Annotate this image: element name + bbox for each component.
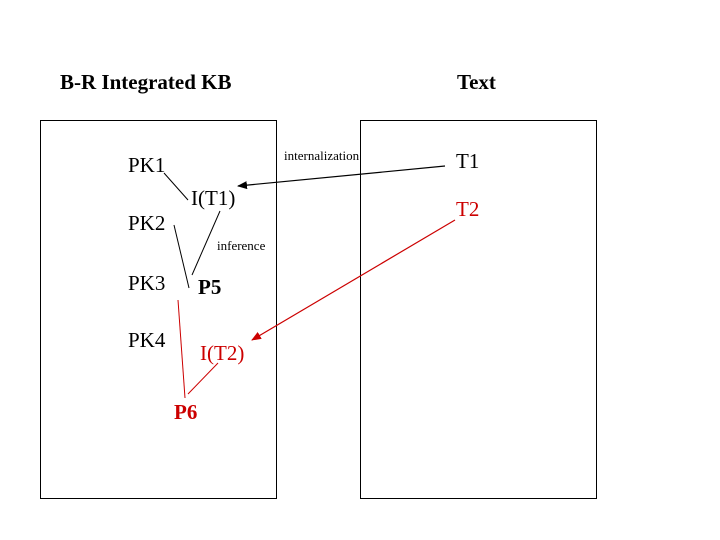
derived-p6: P6 [174,400,198,424]
text-header: Text [457,70,496,94]
edge-it2-p6 [187,362,219,395]
text-box [360,120,597,499]
kb-item-pk1: PK1 [128,153,166,177]
internalization-arrow [237,165,446,190]
text-item-t1: T1 [456,149,480,173]
derived-p5: P5 [198,275,222,299]
internalization-label: internalization [284,148,360,163]
kb-header: B-R Integrated KB [60,70,232,94]
edge-pk1-it1 [163,172,189,201]
kb-item-pk4: PK4 [128,328,166,352]
derived-it1: I(T1) [191,186,236,210]
kb-item-pk2: PK2 [128,211,166,235]
text-item-t2: T2 [456,197,480,221]
t2-internalization-arrow [251,219,456,341]
inference-label: inference [217,238,266,253]
edge-it1-p5 [191,210,221,276]
edge-pk3-p6 [177,299,186,399]
derived-it2: I(T2) [200,341,245,365]
kb-item-pk3: PK3 [128,271,166,295]
edge-pk2-p5 [173,224,190,289]
